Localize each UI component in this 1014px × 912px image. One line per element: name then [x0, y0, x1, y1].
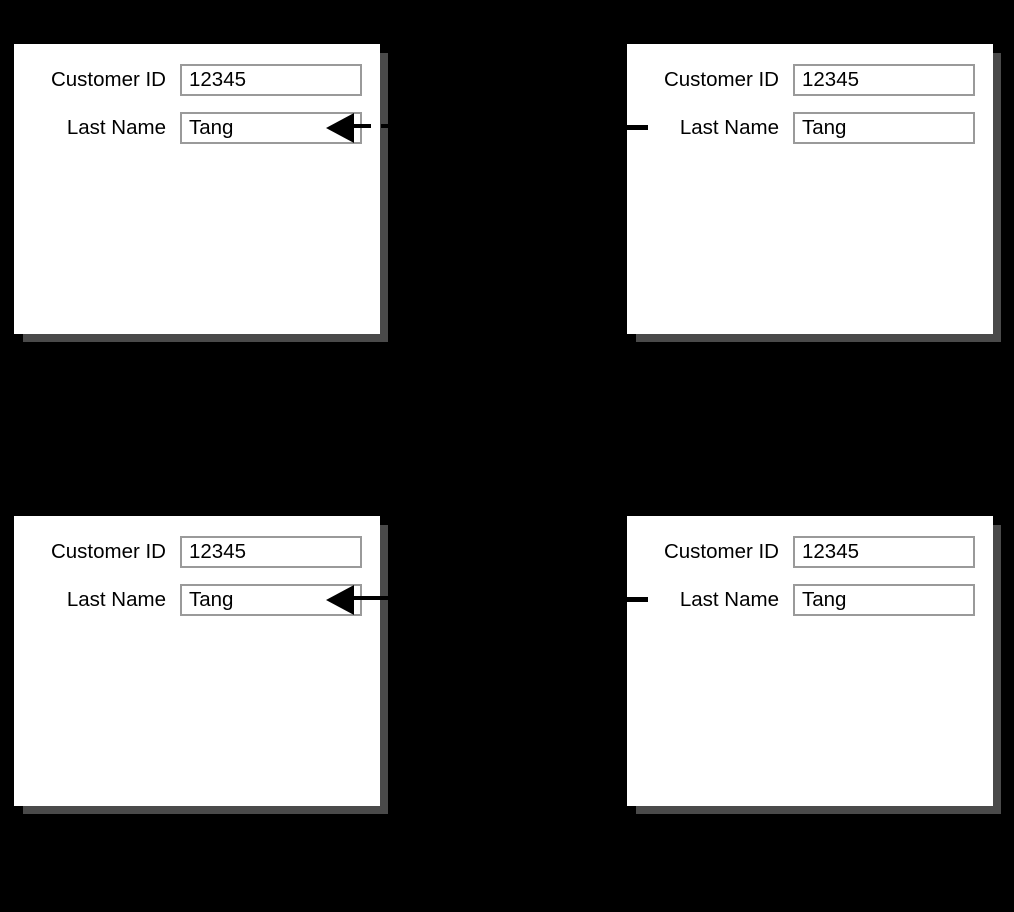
customer-id-label: Customer ID [50, 68, 166, 91]
panel-shadow-bottom [23, 334, 388, 342]
last-name-row: Last Name Tang [627, 112, 977, 144]
customer-id-row: Customer ID 12345 [14, 64, 364, 96]
last-name-row: Last Name Tang [14, 112, 364, 144]
customer-id-row: Customer ID 12345 [14, 536, 364, 568]
last-name-input[interactable]: Tang [793, 584, 975, 616]
customer-id-input[interactable]: 12345 [180, 64, 362, 96]
panel-shadow-right [993, 525, 1001, 814]
annotation-connector-stub-top-right [622, 125, 648, 130]
last-name-row: Last Name Tang [14, 584, 364, 616]
customer-id-input[interactable]: 12345 [793, 64, 975, 96]
form-panel-top-left: Customer ID 12345 Last Name Tang [14, 44, 388, 342]
panel-shadow-bottom [636, 334, 1001, 342]
last-name-input[interactable]: Tang [180, 112, 362, 144]
last-name-label: Last Name [679, 116, 779, 139]
form-panel-bottom-left: Customer ID 12345 Last Name Tang [14, 516, 388, 814]
customer-id-input[interactable]: 12345 [180, 536, 362, 568]
panel-shadow-bottom [23, 806, 388, 814]
customer-id-input[interactable]: 12345 [793, 536, 975, 568]
last-name-label: Last Name [679, 588, 779, 611]
panel-shadow-bottom [636, 806, 1001, 814]
panel-body: Customer ID 12345 Last Name Tang [14, 516, 380, 806]
panel-body: Customer ID 12345 Last Name Tang [627, 44, 993, 334]
panel-shadow-right [993, 53, 1001, 342]
panel-shadow-right [380, 525, 388, 814]
customer-id-label: Customer ID [663, 540, 779, 563]
customer-id-label: Customer ID [50, 540, 166, 563]
last-name-label: Last Name [66, 116, 166, 139]
last-name-row: Last Name Tang [627, 584, 977, 616]
last-name-label: Last Name [66, 588, 166, 611]
form-panel-top-right: Customer ID 12345 Last Name Tang [627, 44, 1001, 342]
panel-body: Customer ID 12345 Last Name Tang [627, 516, 993, 806]
form-panel-bottom-right: Customer ID 12345 Last Name Tang [627, 516, 1001, 814]
panel-shadow-right [380, 53, 388, 342]
customer-id-label: Customer ID [663, 68, 779, 91]
last-name-input[interactable]: Tang [793, 112, 975, 144]
customer-id-row: Customer ID 12345 [627, 536, 977, 568]
annotation-connector-stub-bottom-right [622, 597, 648, 602]
panel-body: Customer ID 12345 Last Name Tang [14, 44, 380, 334]
customer-id-row: Customer ID 12345 [627, 64, 977, 96]
last-name-input[interactable]: Tang [180, 584, 362, 616]
